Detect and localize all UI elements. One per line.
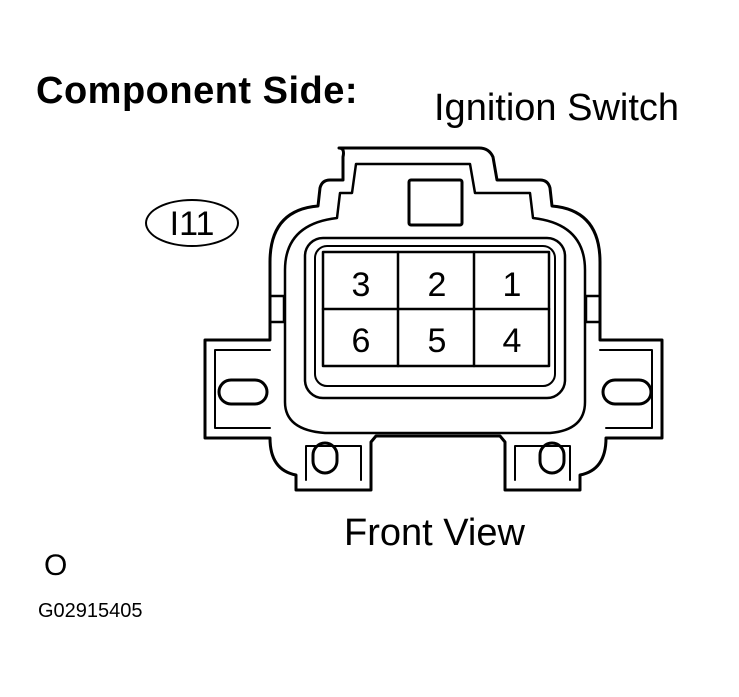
left-foot-slot [311, 441, 339, 475]
pin-label: 5 [428, 322, 447, 360]
right-foot-inner [514, 445, 571, 481]
pin-label: 1 [503, 266, 522, 304]
right-notch [584, 294, 602, 324]
lock-tab [407, 178, 464, 227]
connector-housing-outline [203, 146, 664, 492]
left-mount-slot [217, 378, 269, 406]
component-name-label: Ignition Switch [434, 87, 680, 129]
left-notch [268, 294, 286, 324]
note-mark: O [44, 549, 68, 582]
pin-cavity-surround [303, 236, 567, 400]
pin-cavity-inner [314, 245, 556, 387]
pin-label: 2 [428, 266, 447, 304]
connector-code: I11 [169, 205, 215, 243]
right-mount-slot [601, 378, 653, 406]
left-flange-inner [214, 349, 271, 429]
connector-housing-inner [283, 162, 587, 435]
right-flange-inner [599, 349, 653, 429]
pin-label: 6 [352, 322, 371, 360]
pin-label: 3 [352, 266, 371, 304]
component-side-heading: Component Side: [36, 70, 359, 112]
view-label: Front View [344, 512, 525, 554]
pin-label: 4 [503, 322, 522, 360]
right-foot-slot [538, 441, 566, 475]
connector-code-badge: I11 [145, 199, 239, 247]
figure-code: G02915405 [38, 600, 143, 622]
